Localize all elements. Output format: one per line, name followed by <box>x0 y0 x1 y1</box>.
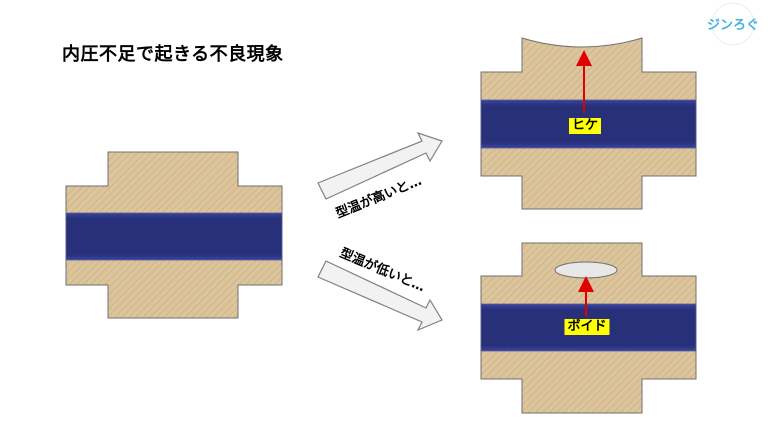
brand-logo-text: ジンろぐ <box>706 18 759 33</box>
page-title: 内圧不足で起きる不良現象 <box>62 44 284 65</box>
low-temp-arrow-shape <box>317 260 443 332</box>
brand-logo: ジンろぐ <box>698 2 768 46</box>
void-label: ボイド <box>564 319 610 335</box>
logo-ring <box>711 2 755 46</box>
original-part <box>65 151 283 319</box>
void-bubble <box>554 261 618 279</box>
original-part-fiber-layer <box>65 212 283 261</box>
high-temp-arrow <box>317 131 443 200</box>
low-temp-arrow <box>317 260 443 332</box>
sink-mark-label: ヒケ <box>568 118 602 134</box>
high-temp-arrow-shape <box>317 131 443 200</box>
